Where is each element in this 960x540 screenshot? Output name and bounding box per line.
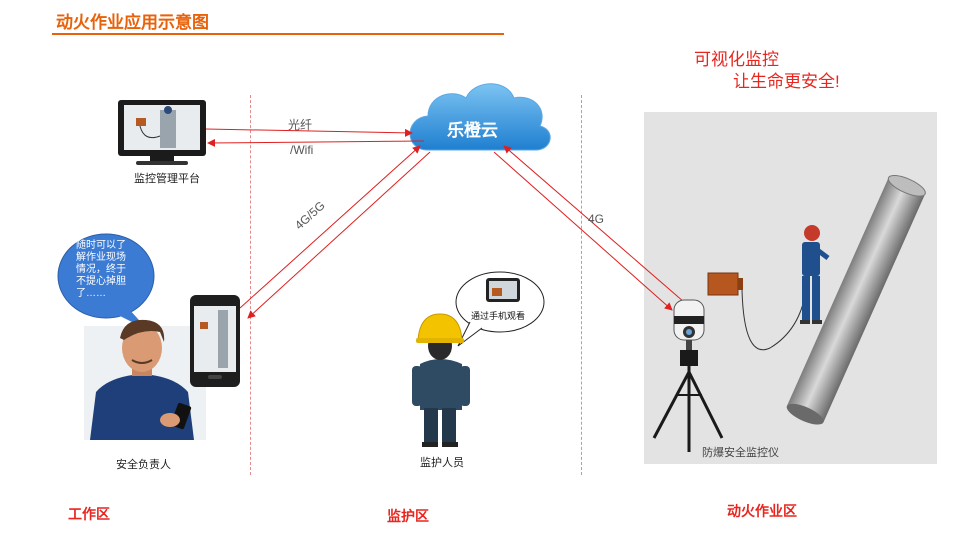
device-link xyxy=(493,145,685,311)
safety-person-illustration xyxy=(84,319,206,440)
fiber-label-line2: /Wifi xyxy=(290,143,314,157)
safety-bubble-line: 随时可以了 xyxy=(76,240,126,251)
monitor-platform-label: 监控管理平台 xyxy=(134,173,200,185)
pipe-illustration xyxy=(786,174,926,425)
page-title: 动火作业应用示意图 xyxy=(56,13,209,32)
speech-bubble-guardian xyxy=(455,271,545,347)
safety-person-label: 安全负责人 xyxy=(116,459,171,471)
guardian-worker-illustration xyxy=(412,313,470,447)
zone-divider-right xyxy=(581,95,582,475)
monitoring-device-tripod xyxy=(652,299,724,452)
fiber-label-line1: 光纤 xyxy=(288,118,313,132)
welder-worker-illustration xyxy=(800,225,830,324)
device-label: 防爆安全监控仪 xyxy=(702,447,779,459)
title-rule xyxy=(52,33,504,35)
fiber-link xyxy=(205,128,425,147)
zone-label-monitor: 监护区 xyxy=(387,508,429,524)
safety-bubble-text: 随时可以了 解作业现场 情况，终于 不提心掉胆 了…… xyxy=(76,240,138,300)
mobile-link xyxy=(239,145,431,319)
guardian-label: 监护人员 xyxy=(420,457,464,469)
cloud-label: 乐橙云 xyxy=(447,121,498,140)
safety-bubble-line: 不提心掉胆 xyxy=(76,276,126,287)
monitor-icon xyxy=(118,100,206,165)
cloud-icon xyxy=(409,83,551,151)
phone-icon xyxy=(190,295,240,387)
zone-label-work: 工作区 xyxy=(68,506,110,522)
slogan-line-2: 让生命更安全! xyxy=(733,72,840,91)
zone-label-hotwork: 动火作业区 xyxy=(727,503,797,519)
safety-bubble-line: 了…… xyxy=(76,288,106,299)
slogan-line-1: 可视化监控 xyxy=(694,50,779,69)
zone-divider-left xyxy=(250,95,251,475)
device-link-label: 4G xyxy=(588,212,605,226)
guardian-bubble-text: 通过手机观看 xyxy=(471,311,526,321)
safety-bubble-line: 解作业现场 xyxy=(76,252,126,263)
welding-box-illustration xyxy=(707,272,807,351)
safety-bubble-line: 情况，终于 xyxy=(76,264,126,275)
